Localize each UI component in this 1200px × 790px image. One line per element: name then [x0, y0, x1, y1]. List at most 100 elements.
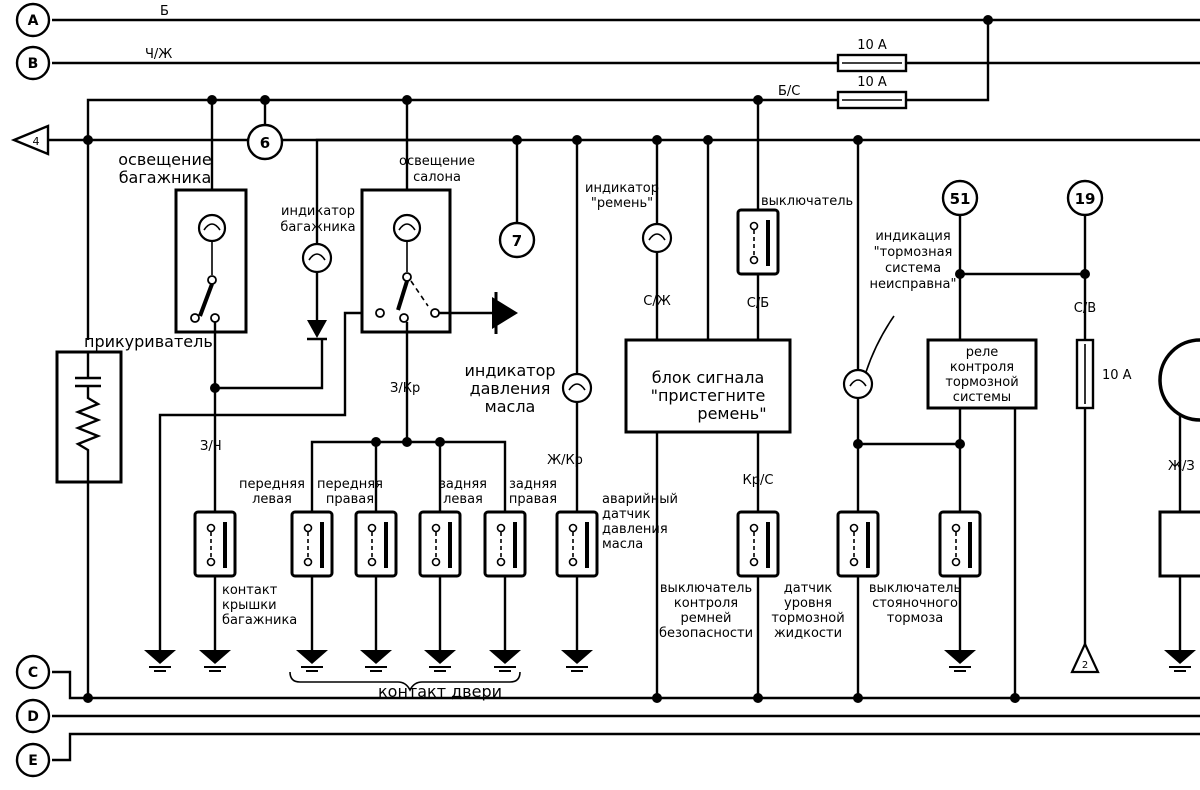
bus-B-marker: B [15, 45, 51, 81]
reference-arrow-2: 2 [1070, 641, 1100, 674]
svg-text:Ж/З: Ж/З [1168, 459, 1195, 474]
svg-text:контроля: контроля [950, 360, 1014, 375]
chassis-ground-right [492, 292, 518, 334]
svg-text:индикатор: индикатор [281, 204, 355, 219]
brake-fluid-sensor: датчик уровня тормозной жидкости [771, 510, 880, 703]
svg-text:жидкости: жидкости [774, 626, 842, 641]
svg-text:освещение: освещение [399, 154, 475, 169]
svg-text:багажника: багажника [119, 168, 212, 187]
trunk-lid-contact: контакт крышки багажника [193, 510, 297, 650]
svg-text:51: 51 [950, 190, 971, 208]
svg-text:уровня: уровня [784, 596, 832, 611]
door-contact-brace: контакт двери [289, 671, 521, 701]
svg-text:Ж/Кр: Ж/Кр [547, 453, 583, 468]
svg-text:10 A: 10 A [857, 75, 887, 90]
svg-text:система: система [885, 261, 941, 276]
svg-text:С/Ж: С/Ж [643, 294, 670, 309]
svg-text:блок сигнала: блок сигнала [652, 368, 765, 387]
svg-text:салона: салона [413, 170, 461, 185]
svg-text:индикатор: индикатор [464, 361, 555, 380]
svg-text:19: 19 [1075, 190, 1096, 208]
cigarette-lighter: прикуриватель [55, 332, 213, 703]
bus-D-marker: D [15, 698, 51, 734]
cabin-light: освещение салона [360, 100, 492, 442]
svg-text:контроля: контроля [674, 596, 738, 611]
svg-text:тормозной: тормозной [771, 611, 844, 626]
svg-text:задняя: задняя [509, 477, 557, 492]
wire-label-zkr: З/Кр [390, 381, 420, 396]
svg-text:"ремень": "ремень" [591, 196, 653, 211]
fuse-bottom: 10 A [836, 75, 908, 110]
svg-text:С/В: С/В [1074, 301, 1096, 316]
svg-text:передняя: передняя [239, 477, 305, 492]
wire-label-chzh: Ч/Ж [145, 47, 172, 62]
seatbelt-switch: выключатель контроля ремней безопасности [659, 510, 780, 703]
svg-text:крышки: крышки [222, 598, 277, 613]
wire-label-bs: Б/С [778, 84, 800, 99]
connector-6: 6 [246, 123, 284, 161]
door-contact-front-right: передняя правая [317, 477, 398, 650]
svg-text:7: 7 [512, 232, 522, 250]
svg-text:выключатель: выключатель [761, 194, 853, 209]
svg-text:D: D [27, 709, 39, 725]
fuse-top: 10 A [836, 38, 908, 73]
door-contact-rear-left: задняя левая [418, 477, 487, 650]
svg-text:"тормозная: "тормозная [874, 245, 953, 260]
seatbelt-indicator: индикатор "ремень" С/Ж [585, 140, 673, 340]
partial-component-right: Ж/З [1158, 338, 1200, 650]
svg-text:ремней: ремней [680, 611, 731, 626]
wire-label-b: Б [160, 4, 169, 19]
svg-text:С/Б: С/Б [747, 296, 769, 311]
bus-A-marker: A [15, 2, 51, 38]
svg-text:4: 4 [33, 135, 40, 148]
svg-text:правая: правая [326, 492, 374, 507]
svg-text:системы: системы [953, 390, 1011, 405]
connector-19: 19 [1066, 179, 1104, 217]
wire-label-krs: Кр/С [743, 473, 774, 488]
svg-text:10 A: 10 A [1102, 368, 1132, 383]
svg-text:контакт: контакт [222, 583, 278, 598]
connector-51: 51 [941, 179, 979, 217]
door-contact-rear-right: задняя правая [483, 477, 557, 650]
seatbelt-warning-unit: блок сигнала "пристегните ремень" [624, 338, 792, 434]
svg-text:багажника: багажника [280, 220, 355, 235]
svg-text:2: 2 [1082, 660, 1088, 671]
svg-text:задняя: задняя [439, 477, 487, 492]
trunk-light: освещение багажника [118, 100, 248, 334]
svg-text:датчик: датчик [784, 581, 833, 596]
fuse-right: С/В 10 A [1074, 215, 1132, 650]
wire-label-zch: З/Ч [200, 439, 222, 454]
svg-text:тормоза: тормоза [887, 611, 943, 626]
svg-text:датчик: датчик [602, 507, 651, 522]
svg-text:6: 6 [260, 134, 270, 152]
svg-text:индикация: индикация [875, 229, 950, 244]
svg-text:левая: левая [252, 492, 292, 507]
ignition-switch: выключатель С/Б [736, 100, 853, 340]
svg-text:тормозной: тормозной [945, 375, 1018, 390]
svg-text:B: B [28, 56, 39, 72]
svg-text:контакт двери: контакт двери [378, 682, 502, 701]
bus-lines [48, 18, 1200, 762]
svg-text:A: A [28, 13, 39, 29]
brake-control-relay: реле контроля тормозной системы [926, 338, 1038, 410]
svg-text:выключатель: выключатель [869, 581, 961, 596]
svg-text:передняя: передняя [317, 477, 383, 492]
oil-pressure-indicator: индикатор давления масла Ж/Кр [464, 140, 593, 512]
bus-E-marker: E [15, 742, 51, 778]
reference-arrow-4: 4 [10, 124, 50, 156]
svg-text:индикатор: индикатор [585, 181, 659, 196]
svg-text:ремень": ремень" [697, 404, 766, 423]
trunk-indicator: индикатор багажника [280, 138, 517, 341]
svg-text:аварийный: аварийный [602, 492, 678, 507]
svg-text:правая: правая [509, 492, 557, 507]
svg-text:реле: реле [966, 345, 999, 360]
parking-brake-switch: выключатель стояночного тормоза [869, 510, 982, 650]
brake-warning-indicator: индикация "тормозная система неисправна" [842, 140, 956, 512]
bus-C-marker: C [15, 654, 51, 690]
svg-text:освещение: освещение [118, 150, 211, 169]
svg-text:масла: масла [485, 397, 536, 416]
svg-text:левая: левая [443, 492, 483, 507]
svg-text:E: E [28, 753, 38, 769]
oil-pressure-sensor: аварийный датчик давления масла [555, 492, 678, 650]
